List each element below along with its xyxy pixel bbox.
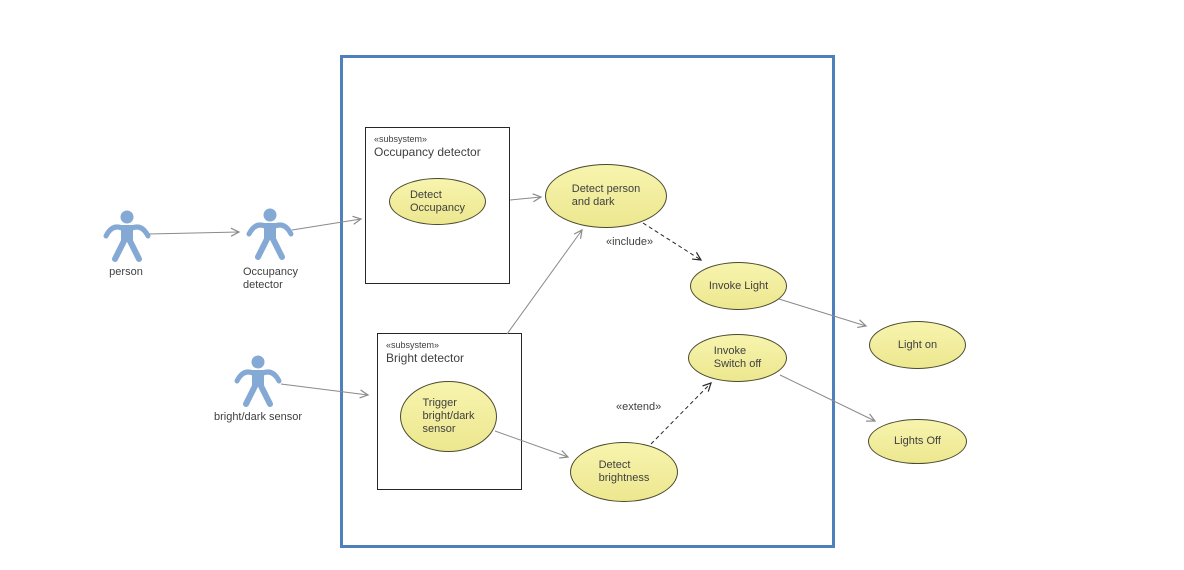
subsystem-stereotype: «subsystem» bbox=[386, 340, 440, 350]
edge-person-to-occupancy-detector bbox=[148, 227, 241, 237]
usecase-detect-person-and-dark: Detect person and dark bbox=[545, 164, 667, 228]
usecase-lights-off: Lights Off bbox=[868, 419, 967, 464]
subsystem-name: Occupancy detector bbox=[374, 145, 481, 159]
usecase-trigger-bright-dark-sensor: Trigger bright/dark sensor bbox=[400, 381, 497, 452]
usecase-invoke-switch-off: Invoke Switch off bbox=[688, 334, 787, 382]
actor-person bbox=[101, 209, 153, 265]
actor-bright-dark-sensor bbox=[232, 354, 284, 410]
actor-label-person: person bbox=[109, 266, 143, 278]
person-actor-icon bbox=[103, 210, 151, 262]
person-actor-icon bbox=[246, 208, 294, 260]
actor-label-bright-dark-sensor: bright/dark sensor bbox=[213, 411, 303, 423]
subsystem-stereotype: «subsystem» bbox=[374, 134, 428, 144]
usecase-light-on: Light on bbox=[869, 321, 966, 369]
actor-occupancy-detector bbox=[244, 207, 296, 263]
actor-label-occupancy-detector: Occupancy detector bbox=[243, 266, 299, 291]
subsystem-name: Bright detector bbox=[386, 351, 465, 365]
usecase-detect-occupancy: Detect Occupancy bbox=[389, 178, 486, 225]
usecase-invoke-light: Invoke Light bbox=[690, 262, 787, 310]
extend-relation-label: «extend» bbox=[616, 401, 662, 413]
usecase-detect-brightness: Detect brightness bbox=[570, 442, 678, 502]
person-actor-icon bbox=[234, 355, 282, 407]
include-relation-label: «include» bbox=[606, 236, 654, 248]
